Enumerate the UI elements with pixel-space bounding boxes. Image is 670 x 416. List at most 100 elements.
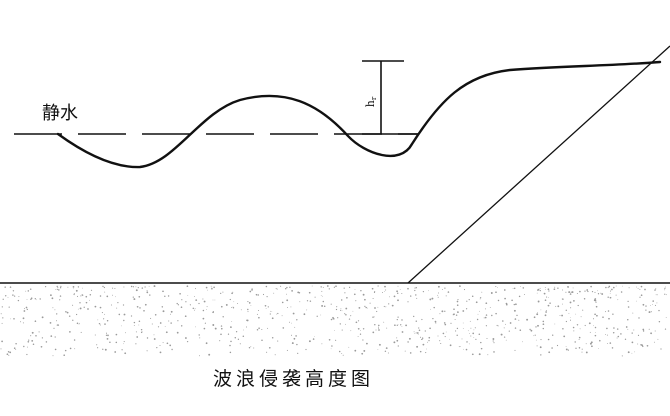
sand-dot — [55, 289, 57, 290]
sand-dot — [396, 318, 398, 321]
sand-dot — [373, 291, 376, 293]
sand-dot — [486, 337, 488, 340]
sand-dot — [364, 298, 366, 301]
sand-dot — [164, 325, 166, 327]
sand-dot — [620, 291, 623, 293]
sand-dot — [64, 349, 67, 352]
sand-dot — [415, 294, 417, 296]
sand-dot — [220, 305, 223, 308]
sand-dot — [407, 287, 409, 290]
sand-dot — [591, 291, 594, 293]
sand-dot — [490, 292, 493, 294]
sand-dot — [520, 286, 521, 287]
sand-dot — [570, 291, 572, 293]
sand-dot — [144, 286, 146, 288]
sand-dot — [102, 285, 104, 288]
sand-dot — [153, 285, 156, 288]
sand-dot — [545, 288, 546, 290]
sand-dot — [573, 330, 575, 332]
sand-dot — [415, 332, 417, 334]
sand-dot — [393, 341, 396, 344]
sand-dot — [594, 326, 597, 329]
sand-dot — [363, 349, 366, 352]
sand-dot — [608, 317, 610, 320]
sand-dot — [85, 295, 88, 298]
sand-dot — [536, 292, 538, 294]
sand-dot — [74, 348, 76, 350]
sand-dot — [565, 320, 568, 323]
sand-dot — [72, 319, 74, 321]
sand-dot — [393, 295, 396, 298]
sand-dot — [246, 319, 249, 322]
sand-dot — [642, 328, 645, 331]
sand-dot — [470, 335, 472, 337]
sand-dot — [26, 353, 28, 356]
sand-dot — [362, 293, 365, 296]
sand-dot — [414, 287, 416, 289]
sand-dot — [609, 292, 611, 294]
sand-dot — [385, 289, 387, 291]
sand-dot — [539, 289, 541, 292]
sand-dot — [417, 334, 419, 335]
sand-dot — [67, 286, 69, 288]
sand-dot — [341, 329, 343, 331]
sand-dot — [354, 349, 357, 352]
sand-dot — [505, 302, 508, 305]
sand-dot — [170, 310, 173, 313]
sand-dot — [251, 289, 253, 291]
sand-dot — [115, 341, 118, 344]
sand-dot — [105, 334, 108, 336]
sand-dot — [611, 347, 614, 349]
sand-dot — [367, 307, 368, 309]
sand-dot — [72, 286, 75, 288]
sand-dot — [648, 328, 650, 330]
sand-dot — [594, 332, 596, 333]
sand-dot — [574, 341, 576, 343]
sand-dot — [357, 335, 359, 337]
sand-dot — [297, 291, 300, 294]
sand-dot — [20, 321, 22, 323]
sand-dot — [195, 326, 196, 328]
sand-dot — [650, 311, 652, 313]
sand-dot — [422, 343, 425, 346]
sand-dot — [633, 329, 635, 331]
sand-dot — [615, 285, 617, 287]
sand-dot — [309, 300, 312, 302]
sand-dot — [438, 292, 439, 294]
sand-dot — [579, 328, 581, 330]
sand-dot — [620, 333, 622, 335]
sand-dot — [397, 345, 399, 347]
sand-dot — [269, 313, 271, 315]
sand-dot — [452, 314, 454, 316]
sand-dot — [256, 313, 258, 315]
sand-dot — [627, 328, 629, 330]
sand-dot — [165, 331, 168, 334]
sand-dot — [229, 298, 231, 301]
sand-dot — [570, 307, 572, 309]
sand-dot — [537, 312, 538, 313]
sand-dot — [429, 327, 431, 330]
sand-dot — [435, 322, 437, 324]
sand-dot — [465, 308, 468, 310]
sand-dot — [540, 354, 542, 356]
sand-dot — [45, 341, 48, 343]
sand-dot — [627, 300, 629, 303]
sand-dot — [50, 335, 53, 337]
sand-dot — [284, 287, 287, 290]
sand-dot — [415, 320, 418, 322]
sand-dot — [463, 348, 464, 350]
sand-dot — [79, 307, 82, 310]
sand-dot — [656, 302, 658, 304]
sand-dot — [18, 296, 20, 298]
sand-dot — [247, 308, 249, 311]
sand-dot — [609, 290, 612, 292]
sand-dot — [194, 308, 196, 310]
sand-dot — [489, 306, 491, 308]
sand-dot — [109, 341, 111, 344]
sand-dot — [230, 340, 232, 343]
sand-dot — [511, 299, 513, 302]
sand-dot — [422, 290, 425, 293]
sand-dot — [4, 286, 6, 288]
sand-dot — [653, 341, 655, 343]
sand-dot — [210, 285, 212, 287]
